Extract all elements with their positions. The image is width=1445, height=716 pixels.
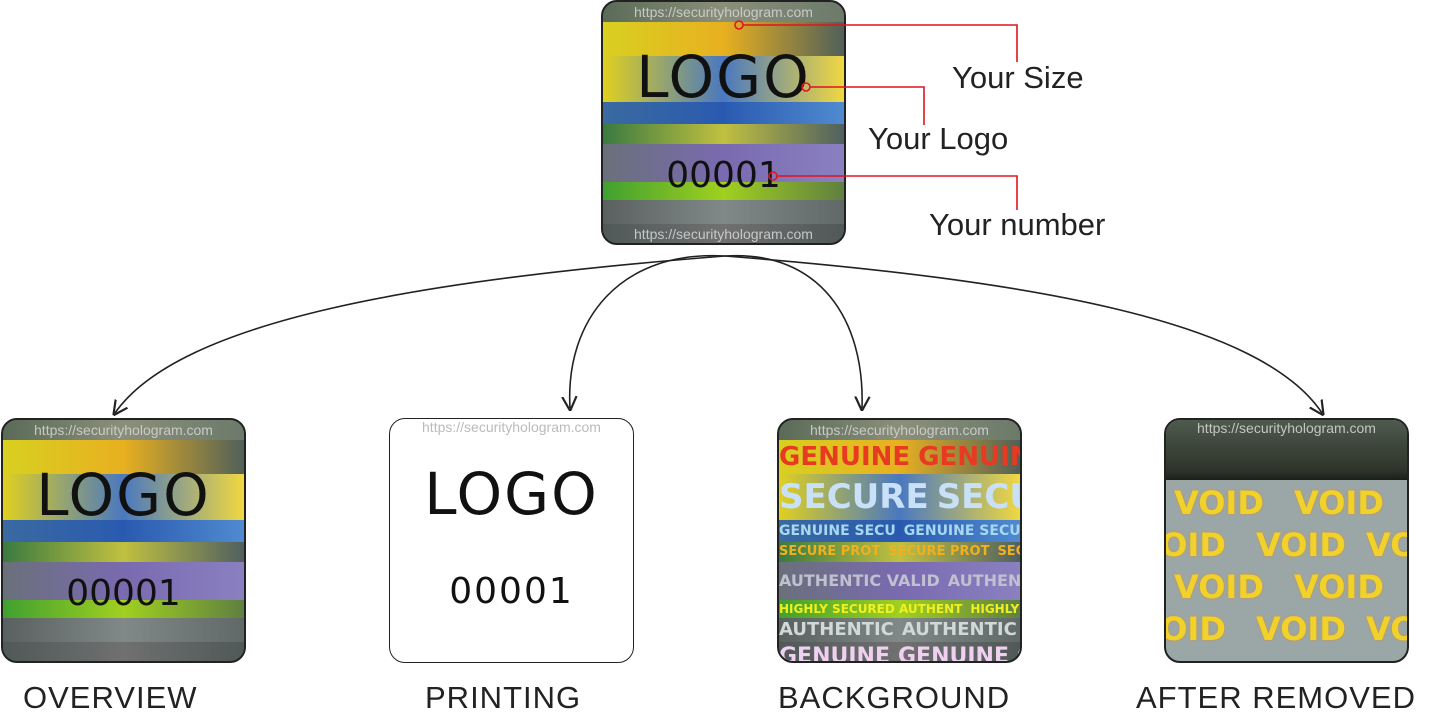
hologram-word: SECURE	[936, 477, 1020, 517]
hologram-word: AUTHENTIC	[901, 619, 1017, 640]
hologram-word: GENUINE	[779, 442, 911, 472]
logo-text: LOGO	[36, 461, 211, 529]
hologram-word: GENUINE SECU	[903, 523, 1020, 539]
hologram-word: SECURE PROT	[779, 544, 881, 559]
void-text: VOID	[1174, 568, 1264, 606]
hologram-band	[3, 600, 244, 618]
watermark: https://securityhologram.com	[34, 422, 213, 438]
void-text: VOID	[1174, 484, 1264, 522]
hologram-word: HIGHLY SECURED AUTHENT	[970, 602, 1020, 616]
hologram-word: GENUINE SECU	[779, 523, 896, 539]
arrow-to-background	[724, 254, 862, 408]
hologram-band	[603, 56, 844, 102]
logo-text: LOGO	[636, 43, 811, 111]
hologram-band: GENUINEGENUINEGENUINE	[779, 440, 1020, 474]
hologram-word: GENUINE	[918, 442, 1020, 472]
void-text: VOID	[1166, 610, 1226, 648]
hologram-word: SECURE PROT	[997, 544, 1020, 559]
logo-text: LOGO	[424, 460, 599, 528]
hologram-word: AUTHENTIC	[779, 619, 894, 640]
callout-your-logo: Your Logo	[868, 121, 1009, 156]
stage-label-printing: PRINTING	[425, 680, 582, 715]
void-text: VOID	[1366, 526, 1407, 564]
hologram-sticker-sample: https://securityhologram.com https://secu…	[601, 0, 846, 245]
void-text: VOID	[1166, 526, 1226, 564]
hologram-band: SECURESECURESECURE	[779, 474, 1020, 520]
callout-your-number: Your number	[929, 207, 1106, 242]
hologram-band	[3, 440, 244, 474]
hologram-word: GENUINE	[1017, 642, 1020, 661]
hologram-band: AUTHENTICAUTHENTICAUTHENTIC	[779, 618, 1020, 642]
hologram-word: AUTHENTIC VALID	[947, 571, 1020, 590]
watermark: https://securityhologram.com	[634, 4, 813, 20]
hologram-band	[3, 642, 244, 661]
void-text: VOID	[1294, 484, 1384, 522]
watermark: https://securityhologram.com	[422, 419, 601, 435]
serial-number: 00001	[449, 571, 574, 612]
after-removed-sticker: https://securityhologram.com VOID VOID VOI…	[1164, 418, 1409, 663]
printing-sticker: https://securityhologram.com LOGO 00001	[389, 418, 634, 663]
watermark: https://securityhologram.com	[810, 422, 989, 438]
arrow-to-overview	[115, 255, 726, 413]
hologram-word: GENUINE	[898, 644, 1009, 663]
hologram-word: HIGHLY SECURED AUTHENT	[779, 602, 963, 616]
hologram-band: SECURE PROT SECURE PROT SECURE PROT	[779, 542, 1020, 562]
serial-number: 00001	[66, 573, 181, 614]
background-sticker: GENUINEGENUINEGENUINESECURESECURESECUREG…	[777, 418, 1022, 663]
arrow-to-after-removed	[724, 255, 1322, 413]
hologram-band	[603, 200, 844, 224]
hologram-band	[603, 102, 844, 124]
watermark: https://securityhologram.com	[634, 226, 813, 242]
hologram-band: GENUINE GENUINE GENUINE	[779, 642, 1020, 663]
hologram-band	[3, 542, 244, 562]
hologram-band: HIGHLY SECURED AUTHENT HIGHLY SECURED AUT…	[779, 600, 1020, 618]
stage-label-background: BACKGROUND	[778, 680, 1011, 715]
void-text: VOID	[1256, 526, 1346, 564]
hologram-word: SECURE PROT	[888, 544, 990, 559]
arrow-to-printing	[570, 254, 726, 408]
stage-label-after-removed: AFTER REMOVED	[1136, 680, 1416, 715]
hologram-band	[3, 474, 244, 520]
peeled-layer	[1166, 420, 1407, 480]
hologram-band	[3, 618, 244, 642]
void-text: VOID	[1366, 610, 1407, 648]
hologram-word: GENUINE	[779, 644, 890, 663]
hologram-band	[3, 562, 244, 600]
hologram-band: AUTHENTIC VALIDAUTHENTIC VALIDAUTHENTIC …	[779, 562, 1020, 600]
hologram-word: AUTHENTIC VALID	[779, 571, 940, 590]
callout-your-size: Your Size	[952, 60, 1084, 95]
void-text: VOID	[1256, 610, 1346, 648]
hologram-band	[3, 520, 244, 542]
watermark: https://securityhologram.com	[1197, 420, 1376, 436]
stage-label-overview: OVERVIEW	[23, 680, 198, 715]
hologram-band	[603, 224, 844, 243]
hologram-word: SECURE	[779, 477, 929, 517]
void-text: VOID	[1294, 568, 1384, 606]
hologram-band	[779, 420, 1020, 440]
hologram-band	[603, 124, 844, 144]
hologram-band	[603, 2, 844, 22]
serial-number: 00001	[666, 155, 781, 196]
hologram-band	[3, 420, 244, 440]
